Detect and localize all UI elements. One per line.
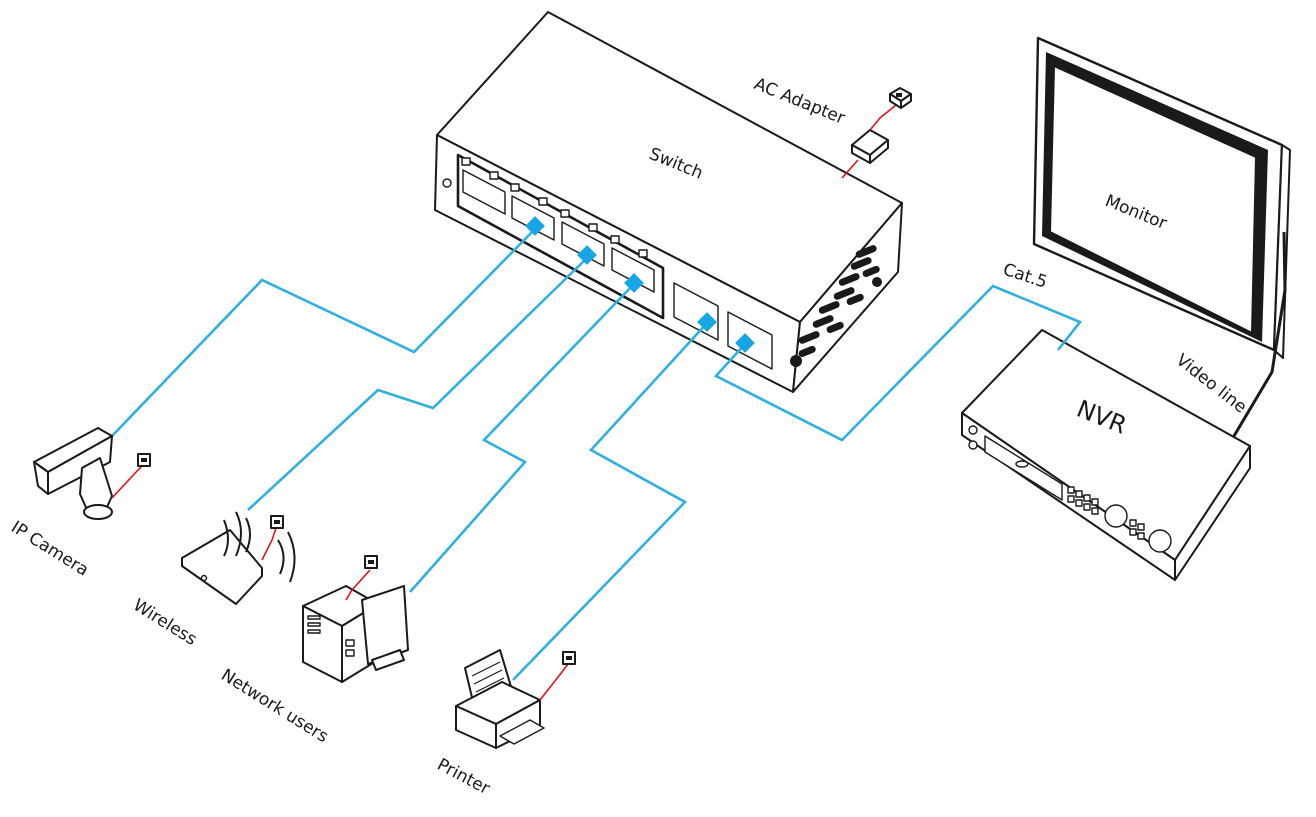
switch-icon (434, 11, 903, 393)
pc-icon (302, 569, 409, 683)
network-users-label: Network users (217, 665, 331, 747)
cable-nvr (713, 284, 1083, 442)
wall-outlet-icon (270, 515, 284, 529)
cable-wireless (247, 256, 589, 511)
nvr-icon (961, 329, 1251, 581)
monitor-icon (1032, 36, 1291, 437)
ac-adapter-icon (841, 104, 897, 179)
cable-printer (512, 321, 709, 681)
network-cables (111, 227, 1083, 681)
cat5-label: Cat.5 (1000, 260, 1049, 293)
ip-camera-label: IP Camera (7, 517, 92, 580)
ac-adapter-label: AC Adapter (751, 74, 848, 129)
wall-outlet-icon (137, 453, 151, 467)
wall-outlet-icon (364, 555, 378, 569)
printer-label: Printer (434, 755, 493, 799)
wireless-router-icon (181, 511, 296, 605)
wall-outlet-icon (889, 87, 912, 109)
cable-network-users (409, 283, 635, 593)
cable-ip-camera (111, 227, 537, 437)
video-line-label: Video line (1172, 350, 1250, 417)
printer-icon (455, 649, 569, 749)
ip-camera-icon (33, 427, 147, 520)
wireless-label: Wireless (129, 595, 200, 650)
wall-outlet-icon (562, 651, 576, 665)
